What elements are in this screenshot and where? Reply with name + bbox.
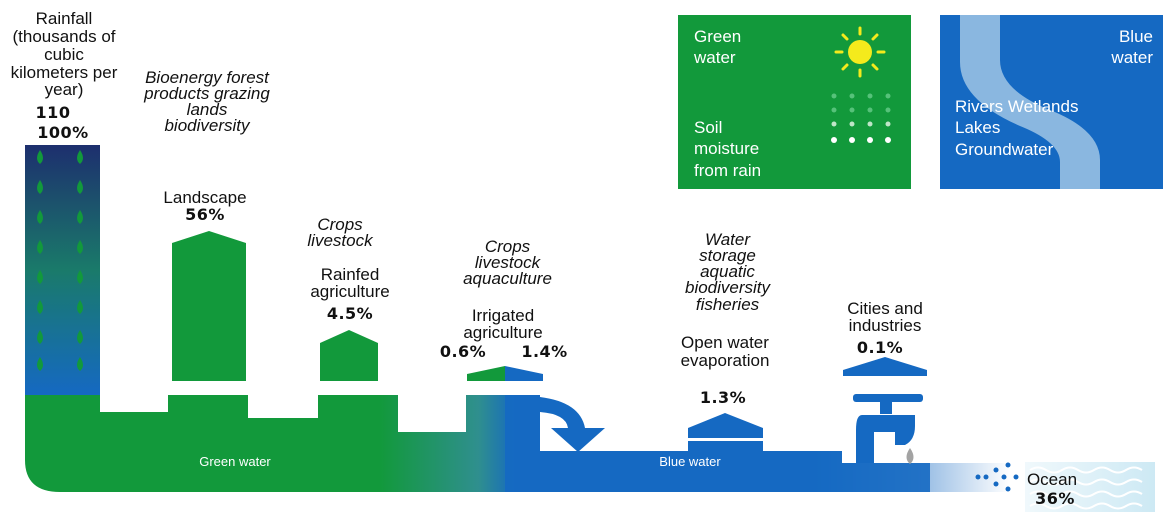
cities-label: Cities and industries [847,299,923,335]
ocean-label: Ocean [1026,470,1078,489]
raindrop-icon [77,150,83,164]
raindrop-icon [37,270,43,284]
rainfed-house-shape [320,330,378,381]
landscape-house-shape [172,231,246,381]
rainfall-label: Rainfall (thousands of cubic kilometers … [10,9,118,100]
raindrop-icon [37,150,43,164]
irrigated-uses: Crops livestock aquaculture [463,237,552,289]
blue-flow-label: Blue water [659,454,721,469]
open-water-label: Open water evaporation [680,333,770,370]
irrigated-blue-shape [505,366,543,381]
rainfed-label: Rainfed agriculture [310,265,390,301]
raindrop-icon [77,240,83,254]
legend-green-desc: Soil moisture from rain [694,118,762,180]
raindrop-icon [77,180,83,194]
landscape-label: Landscape [163,188,247,207]
irrigated-label: Irrigated agriculture [463,306,543,342]
soil-moisture-dots-icon [831,93,891,143]
open-water-uses: Water storage aquatic biodiversity fishe… [685,230,771,314]
raindrop-icon [37,300,43,314]
landscape-percent: 56% [185,205,225,224]
cities-percent: 0.1% [856,338,904,357]
open-water-shape [688,413,763,438]
legend-blue-desc: Rivers Wetlands Lakes Groundwater [955,97,1079,159]
ocean-waves [1029,466,1143,510]
green-flow-label: Green water [199,454,271,469]
open-water-base [688,441,763,451]
river-icon [960,15,1100,189]
rainfall-column [25,145,100,395]
rainfed-uses: Crops livestock [307,215,373,251]
ocean-percent: 36% [1035,489,1075,508]
raindrop-icon [77,357,83,371]
faucet-icon [853,394,923,463]
raindrop-icon [77,270,83,284]
sun-icon [834,26,886,78]
raindrop-icon [37,357,43,371]
rain-drops [37,150,83,371]
raindrop-icon [37,330,43,344]
open-water-percent: 1.3% [699,388,747,407]
raindrop-icon [37,210,43,224]
cities-roof-shape [843,357,927,376]
raindrop-icon [77,300,83,314]
legend-green-title: Green water [694,27,742,68]
irrigated-green-shape [467,366,505,381]
faucet-drip-icon [906,448,914,464]
legend-green-box [678,15,911,189]
blue-flow-band [505,395,930,492]
raindrop-icon [77,210,83,224]
irrigated-percent-green: 0.6% [439,342,487,361]
raindrop-icon [37,180,43,194]
raindrop-icon [37,240,43,254]
return-flow-arrow-icon [540,397,605,452]
raindrop-icon [77,330,83,344]
rainfall-value: 110 [35,103,71,122]
legend-blue-title: Blue water [1111,27,1153,68]
rainfall-percent: 100% [37,123,89,142]
landscape-uses: Bioenergy forest products grazing lands … [144,68,270,136]
rainfed-percent: 4.5% [326,304,374,323]
ocean-spray-dots [975,462,1019,492]
irrigated-percent-blue: 1.4% [521,342,568,361]
